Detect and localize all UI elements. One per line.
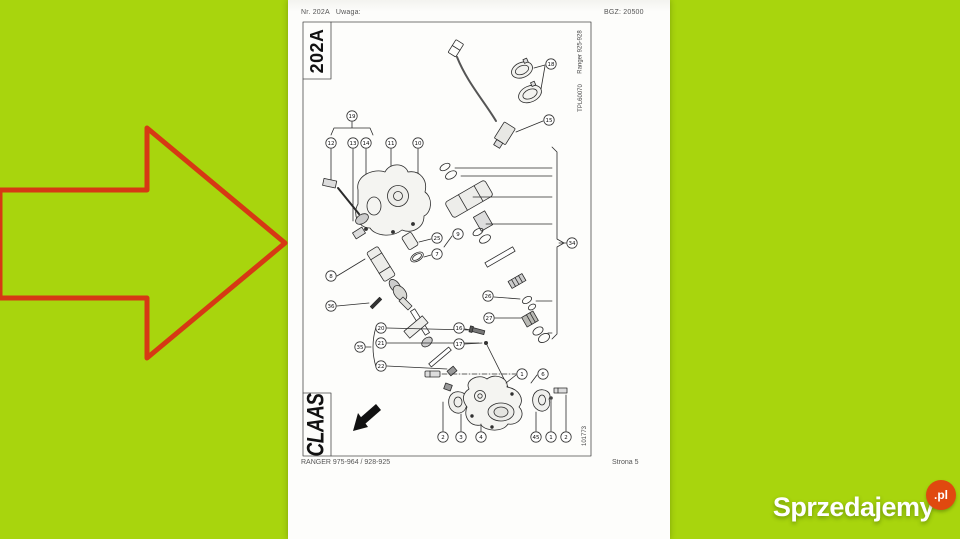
doc-number: 101773 — [582, 425, 588, 447]
section-code: 202A — [306, 28, 328, 74]
side-code-label: TPL60070 — [578, 84, 585, 112]
watermark-text: Sprzedajemy — [772, 492, 935, 522]
page-footer-right: Strona 5 — [612, 459, 639, 466]
section-code-box: 202A — [304, 23, 331, 79]
watermark-pl-badge: .pl — [926, 480, 956, 510]
page-footer-left: RANGER 975-964 / 928-925 — [301, 459, 391, 466]
brand-logo: CLAAS — [303, 393, 331, 456]
red-arrow-icon — [0, 125, 288, 361]
page-header-right: BGZ: 20500 — [604, 9, 644, 16]
catalog-page: Nr. 202A Uwaga: BGZ: 20500 202A Ranger 9… — [288, 0, 670, 539]
page-header-left: Nr. 202A Uwaga: — [301, 9, 361, 16]
side-model-label: Ranger 925-928 — [578, 30, 584, 74]
site-watermark: Sprzedajemy .pl — [772, 480, 956, 523]
